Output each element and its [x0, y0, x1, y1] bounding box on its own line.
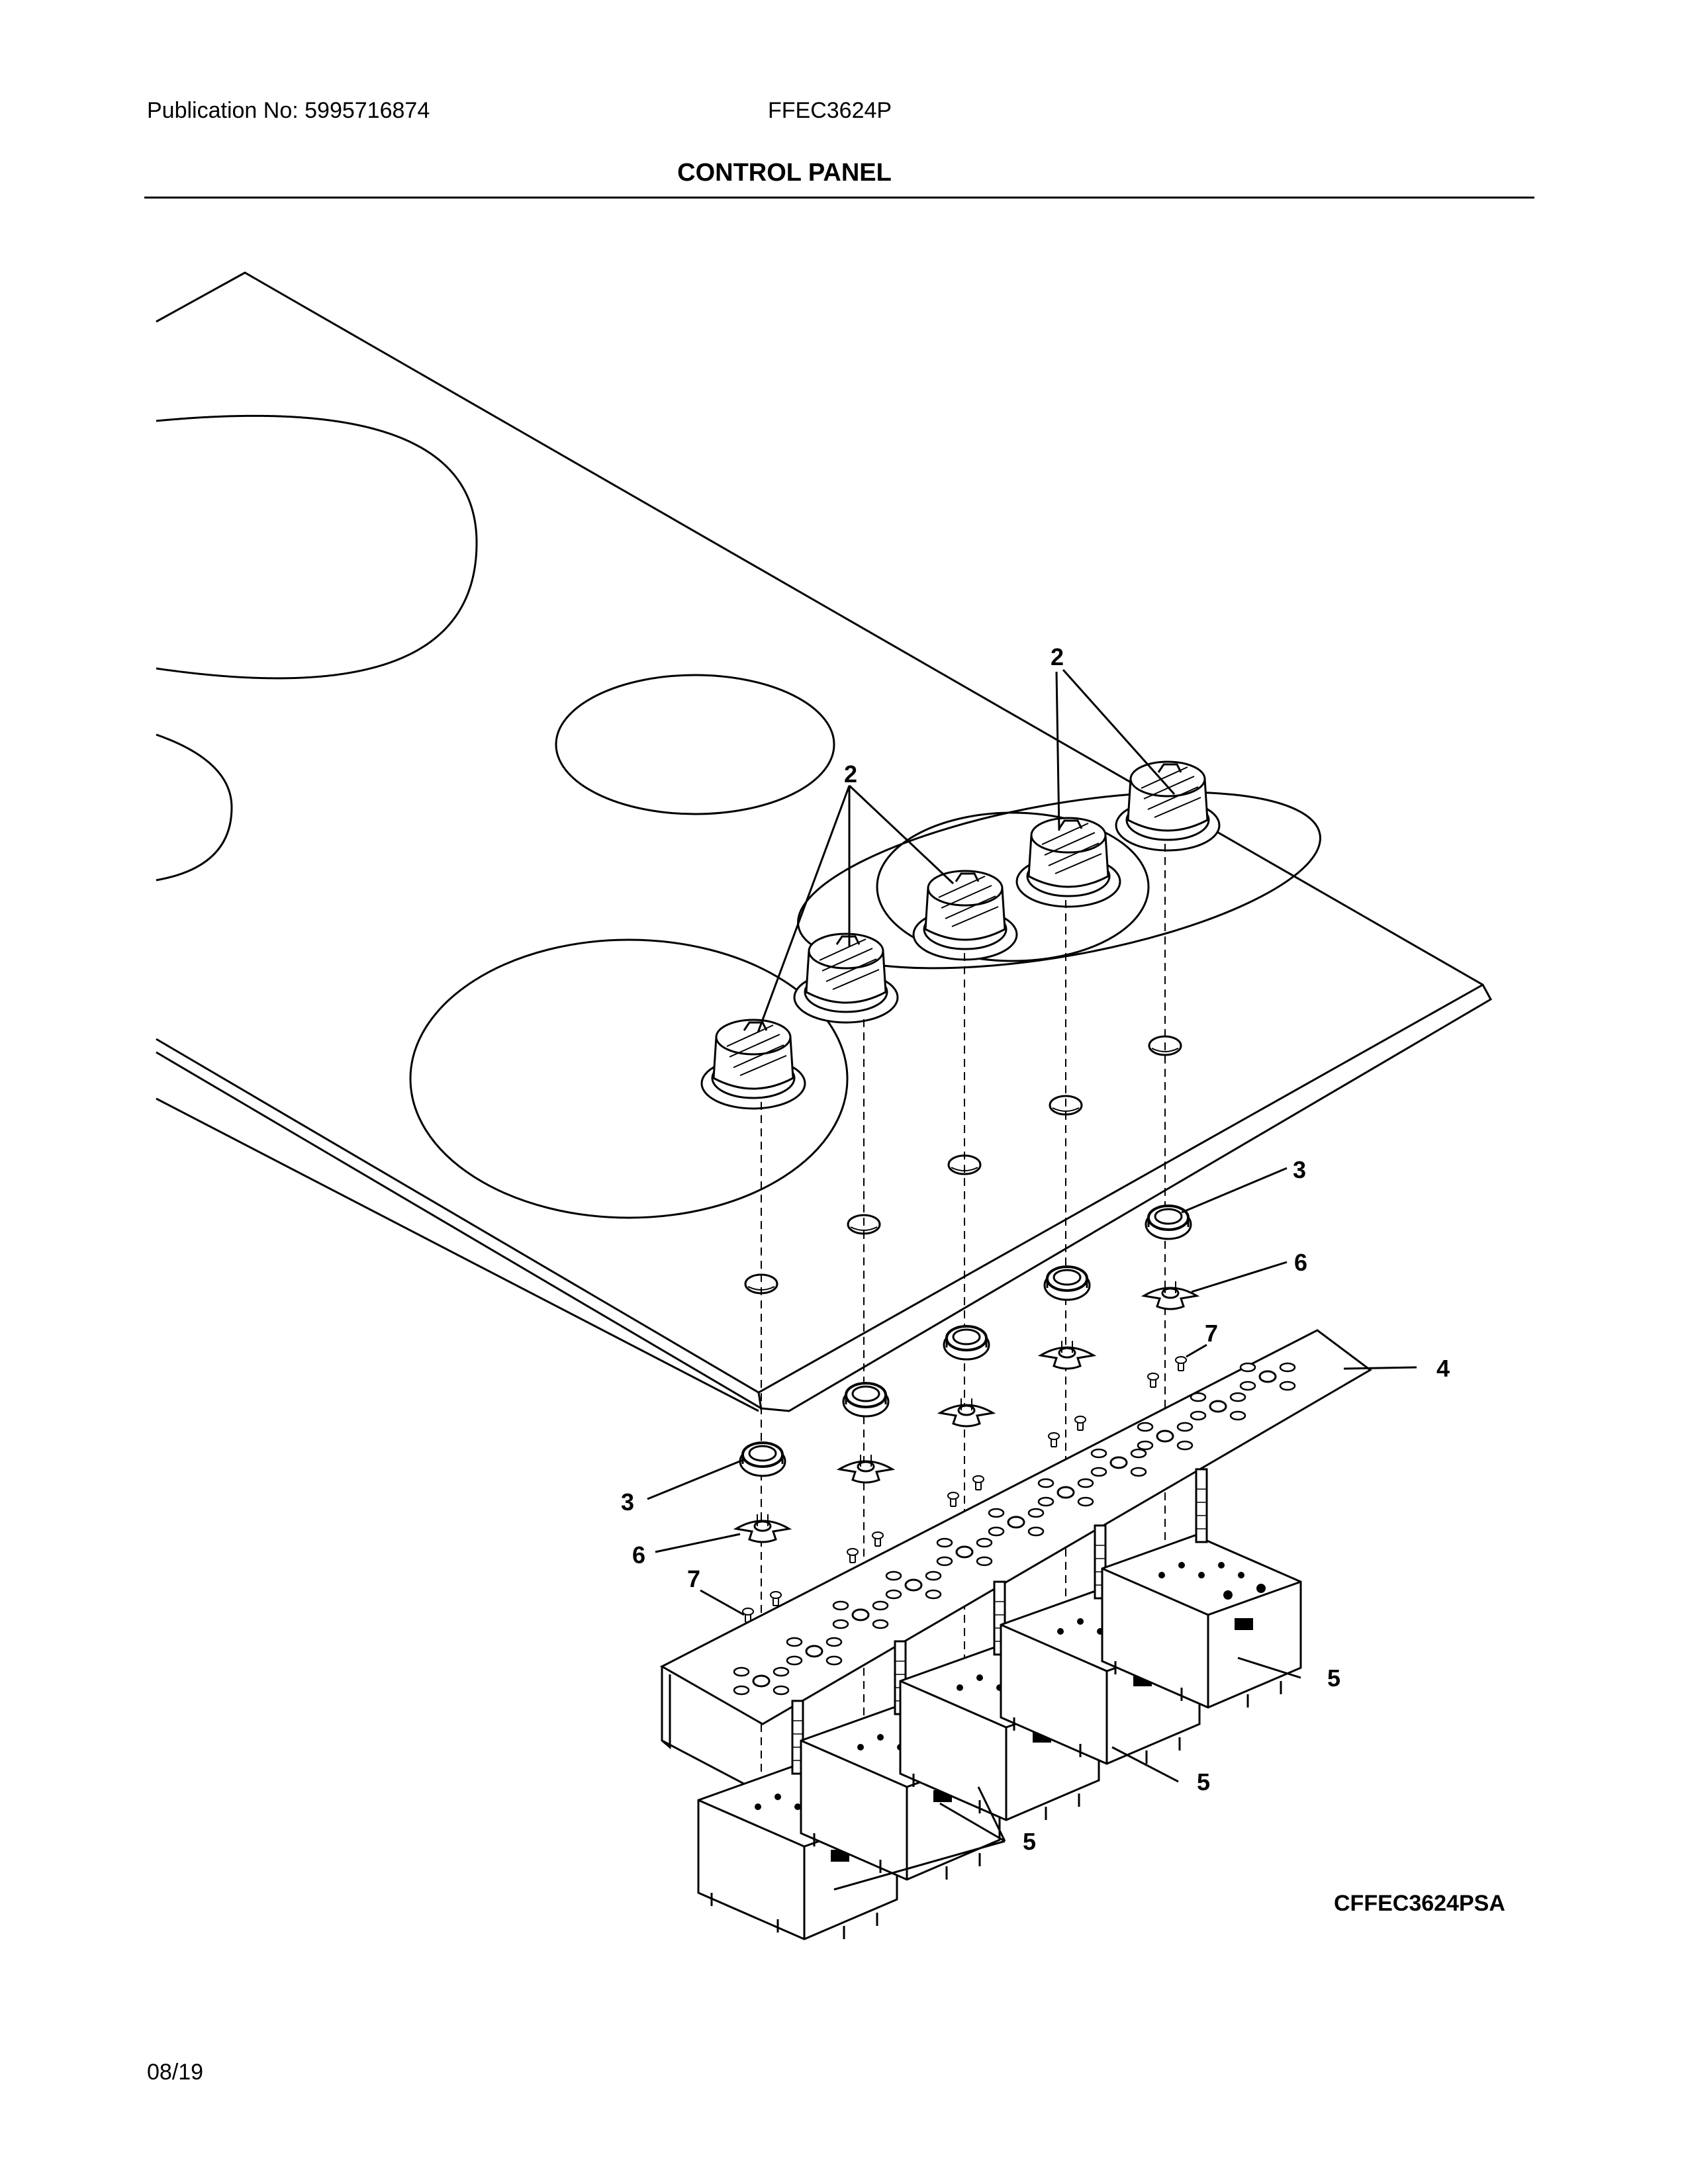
retainer-clip-icon [1143, 1280, 1198, 1310]
callout-retainer-right: 6 [1294, 1249, 1307, 1276]
retainer-clip-icon [838, 1453, 894, 1484]
callout-bracket: 4 [1436, 1355, 1450, 1382]
control-knob-icon [700, 1019, 806, 1110]
callout-knob-right: 2 [1051, 643, 1064, 670]
knob-bezel-icon [943, 1325, 990, 1361]
cooktop-glass [156, 271, 1493, 1412]
model-number: FFEC3624P [768, 98, 892, 123]
callout-retainer-left: 6 [632, 1541, 645, 1569]
callout-knob-left: 2 [844, 760, 857, 788]
control-knob-icon [1015, 817, 1121, 908]
retainer-clip-icon [735, 1513, 790, 1543]
callout-switch-left: 5 [1023, 1828, 1036, 1855]
callout-bezel-right: 3 [1293, 1156, 1306, 1183]
diagram-code: CFFEC3624PSA [1334, 1891, 1505, 1916]
callout-switch-right: 5 [1327, 1664, 1340, 1692]
callout-switch-middle: 5 [1197, 1768, 1210, 1796]
header-rule [144, 197, 1534, 199]
knob-bezel-icon [739, 1441, 786, 1477]
retainer-clip-icon [1039, 1340, 1095, 1370]
callout-screw-right: 7 [1205, 1320, 1218, 1347]
control-knob-icon [912, 870, 1018, 961]
publication-number: Publication No: 5995716874 [147, 98, 430, 123]
control-knob-icon [793, 933, 899, 1024]
callout-bezel-left: 3 [621, 1488, 634, 1516]
footer-date: 08/19 [147, 2060, 204, 2085]
knob-bezel-icon [842, 1382, 890, 1418]
section-title: CONTROL PANEL [677, 159, 892, 187]
callout-screw-left: 7 [687, 1565, 700, 1592]
control-knob-icon [1115, 760, 1221, 852]
leader-lines [647, 669, 1417, 1891]
retainer-clip-icon [939, 1397, 994, 1428]
knob-bezel-icon [1043, 1265, 1091, 1301]
